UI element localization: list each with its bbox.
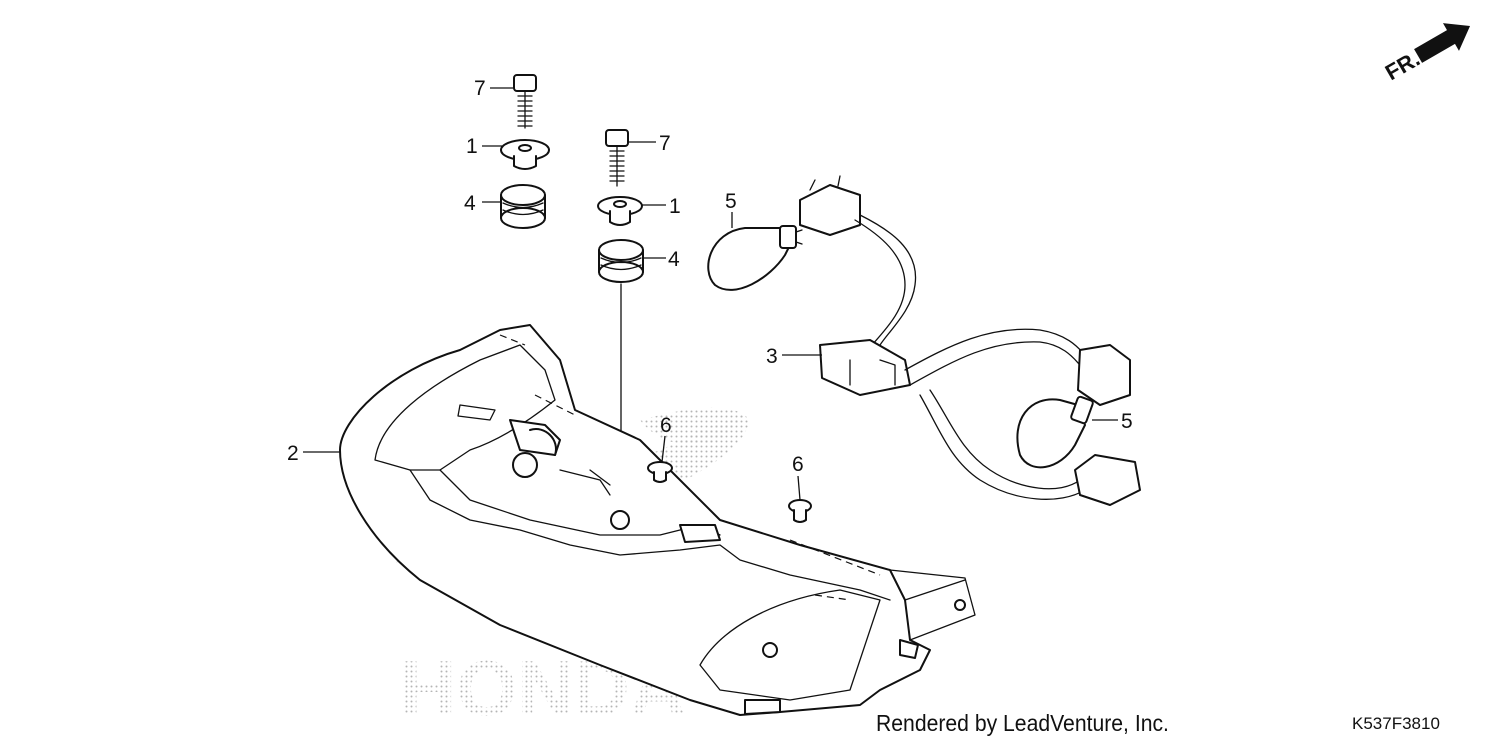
wire-harness-3 xyxy=(799,175,1141,506)
bolt-7-right xyxy=(605,129,629,187)
render-credit: Rendered by LeadVenture, Inc. xyxy=(876,710,1169,736)
callout-6-left: 6 xyxy=(660,414,672,437)
leader-lines xyxy=(303,87,1118,501)
collar-1-right xyxy=(597,196,643,226)
callout-2: 2 xyxy=(287,442,299,465)
callout-5-upper: 5 xyxy=(725,190,737,213)
callout-6-right: 6 xyxy=(792,453,804,476)
screw-6-right xyxy=(788,499,812,523)
bolt-7-left xyxy=(513,74,537,129)
grommet-4-left xyxy=(500,184,546,229)
collar-1-left xyxy=(500,139,550,170)
taillight-housing-2 xyxy=(339,324,976,716)
callout-3: 3 xyxy=(766,345,778,368)
screw-6-left xyxy=(647,461,673,483)
callout-1-right: 1 xyxy=(669,195,681,218)
callout-7-right: 7 xyxy=(659,132,671,155)
diagram-code: K537F3810 xyxy=(1352,714,1440,733)
callout-1-left: 1 xyxy=(466,135,478,158)
callout-7-left: 7 xyxy=(474,77,486,100)
callouts: 7 1 4 7 1 4 5 5 3 2 6 6 xyxy=(287,77,1133,476)
bulb-5-lower xyxy=(1016,395,1094,469)
callout-4-left: 4 xyxy=(464,192,476,215)
front-direction-arrow: FR. xyxy=(1381,23,1471,85)
grommet-4-right xyxy=(598,239,644,283)
callout-4-right: 4 xyxy=(668,248,680,271)
bulb-5-upper xyxy=(707,225,803,291)
callout-5-lower: 5 xyxy=(1121,410,1133,433)
